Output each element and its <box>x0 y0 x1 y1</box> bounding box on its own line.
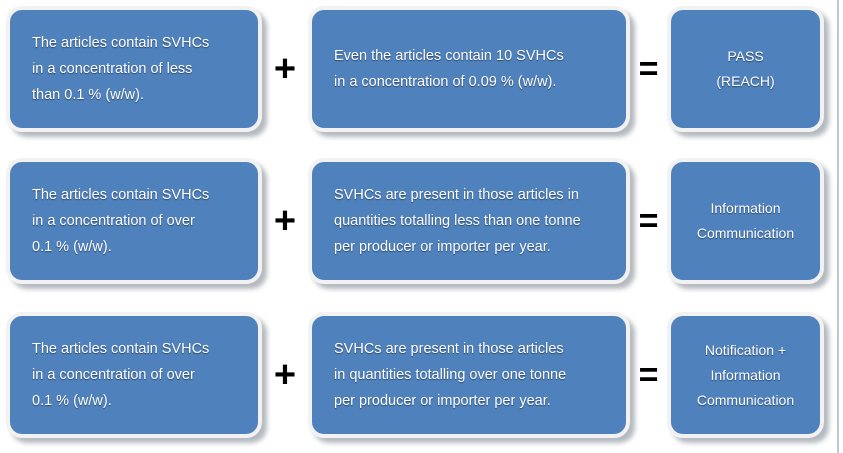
qualifier-line: per producer or importer per year. <box>334 239 551 255</box>
result-box-3[interactable]: Notification + Information Communication <box>667 312 824 438</box>
qualifier-line: in a concentration of 0.09 % (w/w). <box>334 74 557 90</box>
result-line: PASS <box>727 48 764 64</box>
diagram-row-2: The articles contain SVHCs in a concentr… <box>0 154 843 292</box>
condition-line: 0.1 % (w/w). <box>32 239 112 255</box>
qualifier-box-2[interactable]: SVHCs are present in those articles in q… <box>308 158 630 284</box>
condition-line: 0.1 % (w/w). <box>32 393 112 409</box>
qualifier-line: SVHCs are present in those articles in <box>334 187 579 203</box>
plus-operator-icon: + <box>273 354 297 396</box>
result-line: (REACH) <box>716 73 775 89</box>
result-box-2[interactable]: Information Communication <box>667 158 824 284</box>
condition-line: than 0.1 % (w/w). <box>32 87 145 103</box>
plus-operator-icon: + <box>273 200 297 242</box>
condition-box-2[interactable]: The articles contain SVHCs in a concentr… <box>6 158 262 284</box>
result-line: Information <box>710 200 781 216</box>
diagram-row-3: The articles contain SVHCs in a concentr… <box>0 308 843 446</box>
result-line: Information <box>710 366 781 383</box>
result-line: Notification + <box>704 341 787 358</box>
plus-operator-icon: + <box>273 48 297 90</box>
equals-operator-icon: = <box>638 50 659 88</box>
result-line: Communication <box>696 225 795 241</box>
condition-line: in a concentration of less <box>32 61 193 77</box>
condition-line: in a concentration of over <box>32 367 195 383</box>
qualifier-line: per producer or importer per year. <box>334 393 551 409</box>
condition-line: in a concentration of over <box>32 213 195 229</box>
result-box-1[interactable]: PASS (REACH) <box>667 6 824 132</box>
condition-line: The articles contain SVHCs <box>32 35 210 51</box>
diagram-row-1: The articles contain SVHCs in a concentr… <box>0 2 843 140</box>
condition-box-1[interactable]: The articles contain SVHCs in a concentr… <box>6 6 262 132</box>
qualifier-line: Even the articles contain 10 SVHCs <box>334 48 564 64</box>
qualifier-box-1[interactable]: Even the articles contain 10 SVHCs in a … <box>308 6 630 132</box>
qualifier-line: quantities totalling less than one tonne <box>334 213 581 229</box>
qualifier-line: in quantities totalling over one tonne <box>334 367 567 383</box>
condition-line: The articles contain SVHCs <box>32 341 210 357</box>
condition-line: The articles contain SVHCs <box>32 187 210 203</box>
slide-edge-rule <box>837 0 839 453</box>
condition-box-3[interactable]: The articles contain SVHCs in a concentr… <box>6 312 262 438</box>
equals-operator-icon: = <box>638 356 659 394</box>
qualifier-line: SVHCs are present in those articles <box>334 341 564 357</box>
qualifier-box-3[interactable]: SVHCs are present in those articles in q… <box>308 312 630 438</box>
equals-operator-icon: = <box>638 202 659 240</box>
result-line: Communication <box>696 391 795 408</box>
